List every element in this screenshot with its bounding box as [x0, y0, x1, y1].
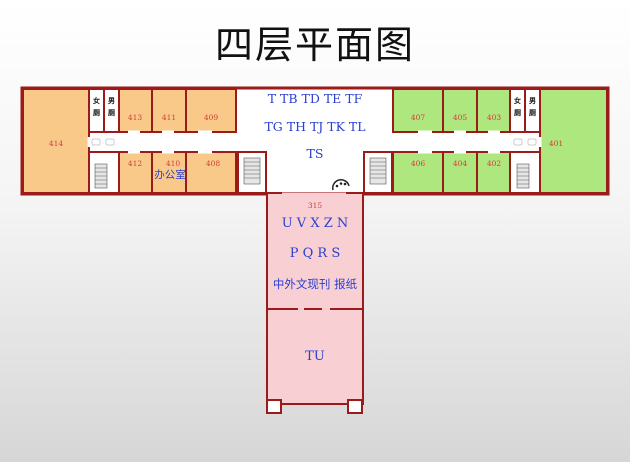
room-label-409: 409	[204, 113, 219, 122]
wing-label-line4: TU	[305, 349, 325, 364]
restroom-male-right[interactable]	[524, 88, 541, 133]
south-wing-upper[interactable]	[266, 192, 364, 310]
wing-label-line2: P Q R S	[290, 246, 341, 261]
room-410[interactable]	[151, 151, 187, 194]
room-label-402: 402	[487, 159, 502, 168]
room-411[interactable]	[151, 88, 187, 133]
hall-label-line1: T TB TD TE TF	[268, 91, 363, 106]
restroom-left-female-2: 厕	[93, 108, 100, 117]
room-label-411: 411	[162, 113, 176, 122]
restroom-right-female-2: 厕	[514, 108, 521, 117]
room-label-407: 407	[411, 113, 426, 122]
room-404[interactable]	[442, 151, 478, 194]
room-label-406: 406	[411, 159, 426, 168]
hall-label-line2: TG TH TJ TK TL	[264, 119, 365, 134]
restroom-right-female-1: 女	[514, 96, 521, 105]
room-413[interactable]	[118, 88, 153, 133]
room-label-401: 401	[549, 139, 563, 148]
room-label-414: 414	[49, 139, 64, 148]
room-label-413: 413	[128, 113, 143, 122]
room-401[interactable]	[539, 88, 608, 194]
room-414[interactable]	[22, 88, 90, 194]
south-wing-foot-left	[266, 399, 282, 414]
room-label-412: 412	[128, 159, 143, 168]
south-wing-lower[interactable]	[266, 308, 364, 405]
room-label-405: 405	[453, 113, 468, 122]
door-gaps	[87, 130, 542, 154]
stairs-center-left	[237, 151, 267, 194]
restroom-right-male-1: 男	[529, 96, 536, 105]
stairs-right	[509, 151, 541, 194]
room-label-404: 404	[453, 159, 468, 168]
room-407[interactable]	[392, 88, 444, 133]
restroom-left-male-2: 厕	[108, 108, 115, 117]
room-label-408: 408	[206, 159, 221, 168]
south-wing-door-gaps	[282, 192, 346, 311]
restroom-left-female-1: 女	[93, 96, 100, 105]
page-title: 四层平面图	[214, 23, 415, 67]
office-label: 办公室	[154, 168, 186, 181]
wing-label-line3: 中外文现刊 报纸	[273, 277, 358, 291]
restroom-left-male-1: 男	[108, 96, 115, 105]
room-label-403: 403	[487, 113, 502, 122]
restroom-right-male-2: 厕	[529, 108, 536, 117]
room-405[interactable]	[442, 88, 478, 133]
room-label-410: 410	[166, 159, 181, 168]
stairs-left	[88, 151, 120, 194]
south-wing-foot-right	[347, 399, 363, 414]
door-swing-icon	[332, 179, 350, 191]
door-markers	[91, 138, 537, 146]
room-403[interactable]	[476, 88, 511, 133]
room-label-315: 315	[308, 201, 323, 210]
wing-label-line1: U V X Z N	[282, 216, 349, 231]
stairs-center-right	[363, 151, 393, 194]
hall-label-line3: TS	[307, 146, 324, 161]
room-402[interactable]	[476, 151, 511, 194]
room-409[interactable]	[185, 88, 237, 133]
restroom-male-left[interactable]	[103, 88, 120, 133]
